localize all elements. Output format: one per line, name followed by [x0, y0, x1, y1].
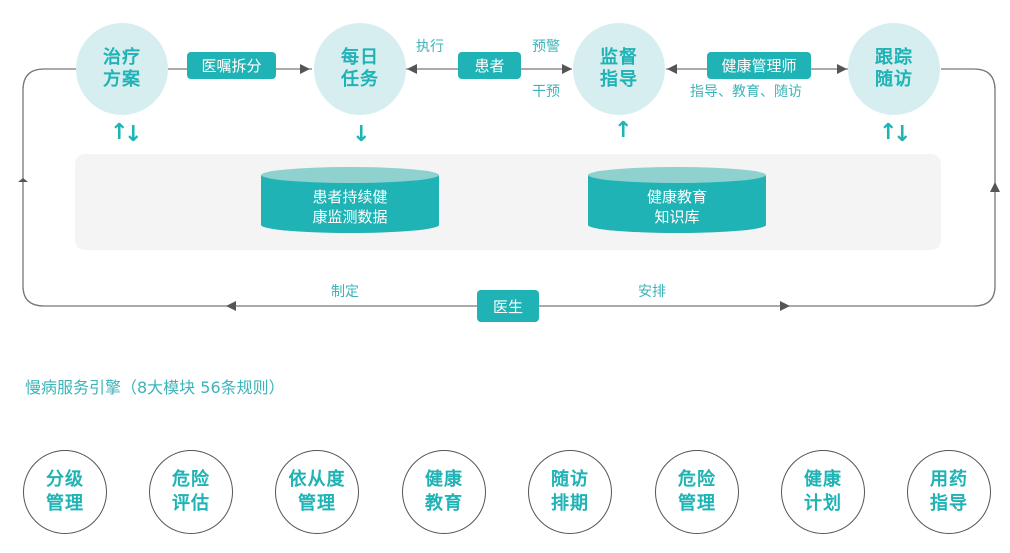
node-label: 指导: [600, 69, 638, 90]
arrow-down-icon: ↓: [352, 122, 371, 147]
module-label: 评估: [172, 493, 210, 514]
node-label: 跟踪: [875, 47, 913, 68]
module-label: 管理: [298, 493, 336, 514]
module-label: 排期: [551, 493, 589, 514]
arrow-to-tasks: [300, 64, 310, 74]
arrow-to-monitor-from-manager: [667, 64, 677, 74]
data-panel: [75, 154, 941, 250]
module-label: 管理: [46, 493, 84, 514]
node-label: 监督: [600, 47, 638, 68]
tag-doctor[interactable]: 医生: [477, 290, 539, 322]
node-label: 随访: [875, 69, 913, 90]
module-risk-management[interactable]: 危险 管理: [655, 450, 739, 534]
database-label-line: 知识库: [654, 208, 700, 226]
module-medication-guide[interactable]: 用药 指导: [907, 450, 991, 534]
module-label: 依从度: [288, 469, 346, 490]
tag-health-manager[interactable]: 健康管理师: [707, 52, 811, 79]
database-body: [261, 175, 439, 225]
arrow-left-bottom: [226, 301, 236, 311]
label-execute: 执行: [416, 39, 444, 55]
module-label: 随访: [551, 469, 589, 490]
database-label: 健康教育 知识库: [588, 187, 766, 227]
database-label-line: 康监测数据: [312, 208, 388, 226]
label-formulate: 制定: [331, 284, 359, 300]
module-label: 危险: [172, 469, 210, 490]
tag-order-split[interactable]: 医嘱拆分: [187, 52, 276, 79]
tag-patient[interactable]: 患者: [458, 52, 521, 79]
arrow-down-icon: ↓: [124, 122, 143, 147]
label-arrange: 安排: [638, 284, 666, 300]
arrow-right-bottom: [780, 301, 790, 311]
database-health-education[interactable]: 健康教育 知识库: [588, 167, 766, 233]
module-label: 健康: [804, 469, 842, 490]
module-label: 计划: [804, 493, 842, 514]
module-grading[interactable]: 分级 管理: [23, 450, 107, 534]
module-risk-assessment[interactable]: 危险 评估: [149, 450, 233, 534]
arrow-to-tasks-from-patient: [407, 64, 417, 74]
database-body: [588, 175, 766, 225]
module-label: 指导: [930, 493, 968, 514]
node-daily-tasks[interactable]: 每日 任务: [314, 23, 406, 115]
node-treatment-plan[interactable]: 治疗 方案: [76, 23, 168, 115]
node-label: 任务: [341, 69, 379, 90]
database-label-line: 健康教育: [646, 188, 707, 206]
database-patient-monitoring[interactable]: 患者持续健 康监测数据: [261, 167, 439, 233]
module-compliance[interactable]: 依从度 管理: [275, 450, 359, 534]
module-label: 危险: [678, 469, 716, 490]
module-label: 用药: [930, 469, 968, 490]
module-label: 健康: [425, 469, 463, 490]
module-label: 管理: [678, 493, 716, 514]
arrow-down-icon: ↓: [893, 122, 912, 147]
node-label: 方案: [103, 69, 141, 90]
label-manager-duties: 指导、教育、随访: [690, 84, 802, 100]
module-label: 分级: [46, 469, 84, 490]
arrow-up-right: [990, 182, 1000, 192]
node-monitor-guide[interactable]: 监督 指导: [573, 23, 665, 115]
arrow-up-icon: ↑: [614, 118, 633, 143]
node-follow-up[interactable]: 跟踪 随访: [848, 23, 940, 115]
database-label-line: 患者持续健: [312, 188, 388, 206]
module-health-education[interactable]: 健康 教育: [402, 450, 486, 534]
database-top: [588, 167, 766, 183]
module-health-plan[interactable]: 健康 计划: [781, 450, 865, 534]
arrow-to-monitor: [562, 64, 572, 74]
engine-title: 慢病服务引擎（8大模块 56条规则）: [25, 378, 285, 397]
arrow-up-icon: ↑: [110, 120, 129, 145]
loop-line-left: [22, 68, 477, 307]
node-label: 每日: [341, 47, 379, 68]
arrow-to-followup: [837, 64, 847, 74]
arrow-up-left: [18, 178, 28, 182]
database-label: 患者持续健 康监测数据: [261, 187, 439, 227]
module-label: 教育: [425, 493, 463, 514]
database-top: [261, 167, 439, 183]
label-intervene: 干预: [532, 84, 560, 100]
module-follow-up-schedule[interactable]: 随访 排期: [528, 450, 612, 534]
node-label: 治疗: [103, 47, 141, 68]
arrow-up-icon: ↑: [879, 120, 898, 145]
label-warning: 预警: [532, 39, 560, 55]
